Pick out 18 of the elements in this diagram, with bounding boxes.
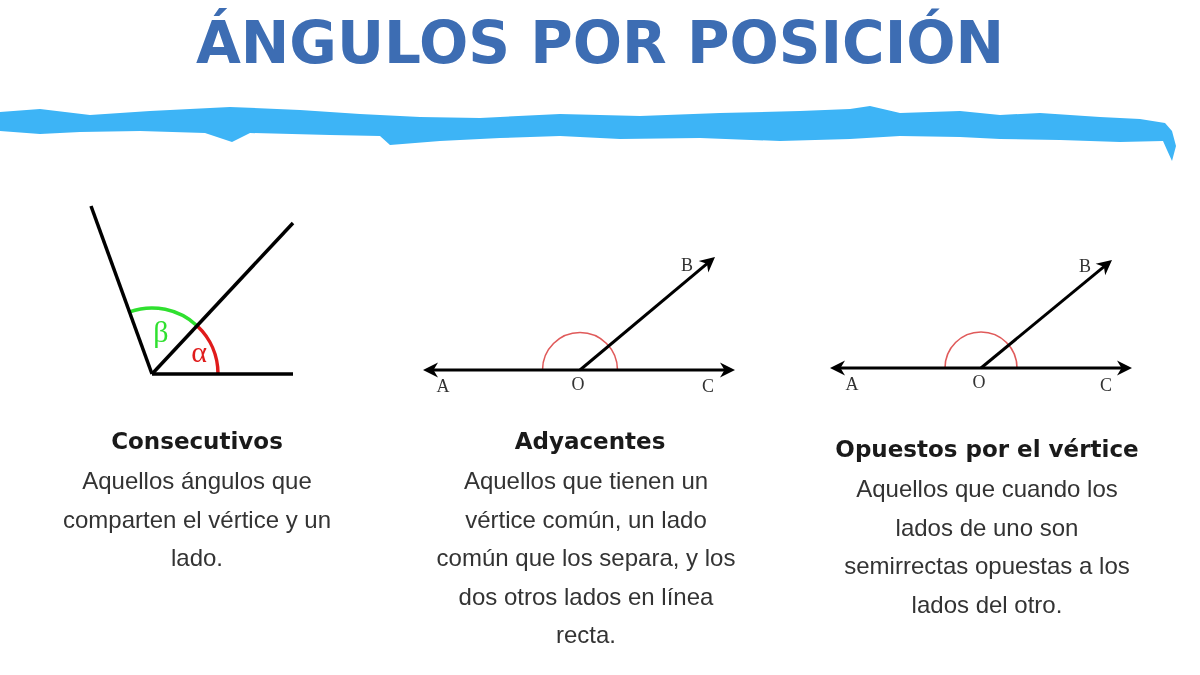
brush-stroke <box>0 106 1176 161</box>
point-label: A <box>845 374 859 394</box>
point-label: A <box>436 376 450 396</box>
point-label: O <box>571 374 585 394</box>
point-label: C <box>1100 375 1112 395</box>
point-label: O <box>972 372 986 392</box>
description-text: Aquellos ángulos que comparten el vértice y un lado. <box>61 466 333 573</box>
point-label: B <box>1079 256 1091 276</box>
point-label: C <box>702 376 714 396</box>
angle-label: β <box>153 314 169 348</box>
page-title: ÁNGULOS POR POSICIÓN <box>195 10 1005 76</box>
angle-label: α <box>191 334 207 368</box>
point-label: B <box>681 255 693 275</box>
section-heading: Consecutivos <box>111 427 283 456</box>
section-heading: Opuestos por el vértice <box>835 435 1139 464</box>
description-text: Aquellos que cuando los lados de uno son semirrectas opuestas a los lados del otro. <box>843 474 1131 620</box>
description-text: Aquellos que tienen un vértice común, un lado común que los separa, y los dos otros lados en línea recta. <box>435 466 737 650</box>
section-heading: Adyacentes <box>514 427 666 456</box>
